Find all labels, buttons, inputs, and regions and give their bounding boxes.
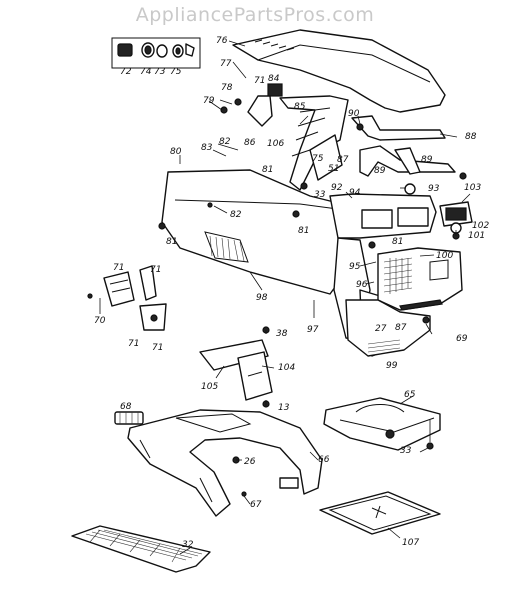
callout-27: 27 bbox=[375, 324, 387, 334]
callout-51: 51 bbox=[328, 164, 339, 174]
part-front-grille bbox=[368, 241, 463, 311]
callout-89: 89 bbox=[374, 166, 386, 176]
callout-65: 65 bbox=[404, 390, 416, 400]
part-floor-plate bbox=[319, 491, 441, 535]
callout-67: 67 bbox=[250, 500, 262, 510]
callout-97: 97 bbox=[307, 325, 319, 335]
callout-87: 87 bbox=[337, 155, 349, 165]
part-hood-shell bbox=[158, 169, 351, 295]
callout-68: 68 bbox=[120, 402, 132, 412]
callout-85: 85 bbox=[294, 102, 306, 112]
callout-100: 100 bbox=[436, 251, 453, 261]
callout-38: 38 bbox=[276, 329, 288, 339]
callout-71: 71 bbox=[113, 263, 124, 273]
callout-33: 33 bbox=[314, 190, 326, 200]
callout-88: 88 bbox=[465, 132, 477, 142]
callout-66: 66 bbox=[318, 455, 330, 465]
callout-81: 81 bbox=[298, 226, 309, 236]
callout-86: 86 bbox=[244, 138, 256, 148]
callout-71: 71 bbox=[152, 343, 163, 353]
part-foot-mat bbox=[71, 525, 211, 573]
callout-71: 71 bbox=[254, 76, 265, 86]
callout-106: 106 bbox=[267, 139, 284, 149]
callout-72: 72 bbox=[120, 67, 132, 77]
callout-98: 98 bbox=[256, 293, 268, 303]
callout-32: 32 bbox=[182, 540, 194, 550]
callout-94: 94 bbox=[349, 188, 361, 198]
callout-69: 69 bbox=[456, 334, 468, 344]
callout-79: 79 bbox=[203, 96, 215, 106]
callout-84: 84 bbox=[268, 74, 280, 84]
callout-71: 71 bbox=[150, 265, 161, 275]
callout-92: 92 bbox=[331, 183, 343, 193]
callout-labels: 76 72 74 73 75 77 71 84 78 79 85 90 88 8… bbox=[94, 36, 489, 550]
callout-96: 96 bbox=[356, 280, 368, 290]
callout-81: 81 bbox=[262, 165, 273, 175]
part-dash-bracket bbox=[220, 83, 349, 191]
callout-75: 75 bbox=[170, 67, 182, 77]
callout-70: 70 bbox=[94, 316, 106, 326]
callout-76: 76 bbox=[216, 36, 228, 46]
callout-33: 33 bbox=[400, 446, 412, 456]
leader-lines bbox=[99, 40, 471, 555]
callout-102: 102 bbox=[472, 221, 489, 231]
part-mount-bracket bbox=[199, 326, 273, 408]
callout-93: 93 bbox=[428, 184, 440, 194]
part-frame-brackets bbox=[351, 115, 467, 195]
callout-78: 78 bbox=[221, 83, 233, 93]
part-reflector bbox=[114, 411, 144, 425]
callout-75: 75 bbox=[312, 154, 324, 164]
callout-87: 87 bbox=[395, 323, 407, 333]
callout-105: 105 bbox=[201, 382, 218, 392]
callout-99: 99 bbox=[386, 361, 398, 371]
callout-90: 90 bbox=[348, 109, 360, 119]
callout-26: 26 bbox=[244, 457, 256, 467]
callout-82: 82 bbox=[219, 137, 231, 147]
part-side-latch bbox=[87, 265, 167, 331]
callout-104: 104 bbox=[278, 363, 295, 373]
callout-83: 83 bbox=[201, 143, 213, 153]
callout-13: 13 bbox=[278, 403, 290, 413]
part-nose-panel bbox=[345, 299, 431, 357]
part-rear-fender bbox=[127, 409, 323, 517]
callout-89: 89 bbox=[421, 155, 433, 165]
callout-81: 81 bbox=[166, 237, 177, 247]
watermark-text: AppliancePartsPros.com bbox=[135, 4, 375, 26]
callout-103: 103 bbox=[464, 183, 481, 193]
part-fastener-kit bbox=[111, 37, 201, 69]
callout-71: 71 bbox=[128, 339, 139, 349]
callout-74: 74 bbox=[140, 67, 152, 77]
callout-95: 95 bbox=[349, 262, 361, 272]
callout-81: 81 bbox=[392, 237, 403, 247]
part-hood-top bbox=[232, 29, 446, 113]
callout-107: 107 bbox=[402, 538, 419, 548]
callout-101: 101 bbox=[468, 231, 485, 241]
part-seat-bracket bbox=[323, 397, 441, 451]
callout-77: 77 bbox=[220, 59, 232, 69]
callout-82: 82 bbox=[230, 210, 242, 220]
part-headlight bbox=[439, 201, 473, 240]
callout-73: 73 bbox=[154, 67, 166, 77]
callout-80: 80 bbox=[170, 147, 182, 157]
